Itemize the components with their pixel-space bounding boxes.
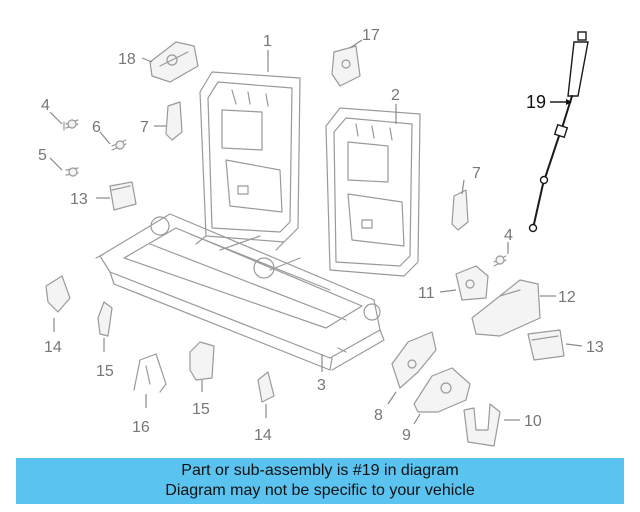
callout-5: 5 — [38, 147, 47, 164]
callout-6: 6 — [92, 119, 101, 136]
callout-19: 19 — [526, 92, 546, 112]
callout-14-right: 14 — [254, 427, 272, 444]
part-14-left — [45, 275, 71, 313]
seat-cushion-frame — [95, 213, 385, 371]
callout-15-right: 15 — [192, 401, 210, 418]
cover-12 — [471, 279, 541, 337]
part-14-right — [257, 371, 275, 403]
callout-4-right: 4 — [504, 227, 513, 244]
bolt-5 — [65, 167, 79, 177]
callout-3: 3 — [317, 377, 326, 394]
callout-13-left: 13 — [70, 191, 88, 208]
cover-13-right — [527, 329, 565, 361]
callout-11: 11 — [418, 285, 435, 302]
latch-11 — [455, 265, 489, 301]
callout-7-right: 7 — [472, 165, 481, 182]
callout-12: 12 — [558, 289, 576, 306]
callout-16: 16 — [132, 419, 150, 436]
support-rod-19 — [528, 31, 589, 233]
cover-7-right — [451, 189, 469, 231]
parts-diagram: 1 2 3 4 4 5 6 7 7 8 9 10 11 12 13 13 14 … — [38, 27, 604, 447]
callout-10: 10 — [524, 413, 542, 430]
callout-1: 1 — [263, 33, 272, 50]
cover-13-left — [109, 181, 137, 211]
callout-15-left: 15 — [96, 363, 114, 380]
hinge-9 — [413, 367, 471, 413]
banner-line-1: Part or sub-assembly is #19 in diagram — [181, 462, 459, 479]
bracket-8 — [391, 331, 437, 389]
clip-16 — [133, 353, 167, 393]
seat-back-frame-right — [325, 107, 421, 277]
callout-17: 17 — [362, 27, 380, 44]
info-banner: Part or sub-assembly is #19 in diagram D… — [16, 458, 624, 504]
callout-8: 8 — [374, 407, 383, 424]
bolt-6 — [111, 139, 127, 151]
callout-14-left: 14 — [44, 339, 62, 356]
part-15-left — [97, 301, 113, 337]
seat-back-frame-left — [195, 71, 301, 251]
callout-2: 2 — [391, 87, 400, 104]
callout-18: 18 — [118, 51, 136, 68]
callout-7-left: 7 — [140, 119, 149, 136]
part-15-right — [189, 341, 215, 381]
u-cover-10 — [463, 403, 501, 447]
callout-13-right: 13 — [586, 339, 604, 356]
cover-7-left — [165, 101, 183, 141]
hinge-18 — [149, 41, 199, 83]
callout-9: 9 — [402, 427, 411, 444]
bracket-17 — [331, 45, 361, 87]
callout-4-left: 4 — [41, 97, 50, 114]
bolt-4-left — [63, 119, 79, 131]
bolt-4-right — [493, 255, 507, 267]
banner-line-2: Diagram may not be specific to your vehi… — [165, 482, 475, 499]
